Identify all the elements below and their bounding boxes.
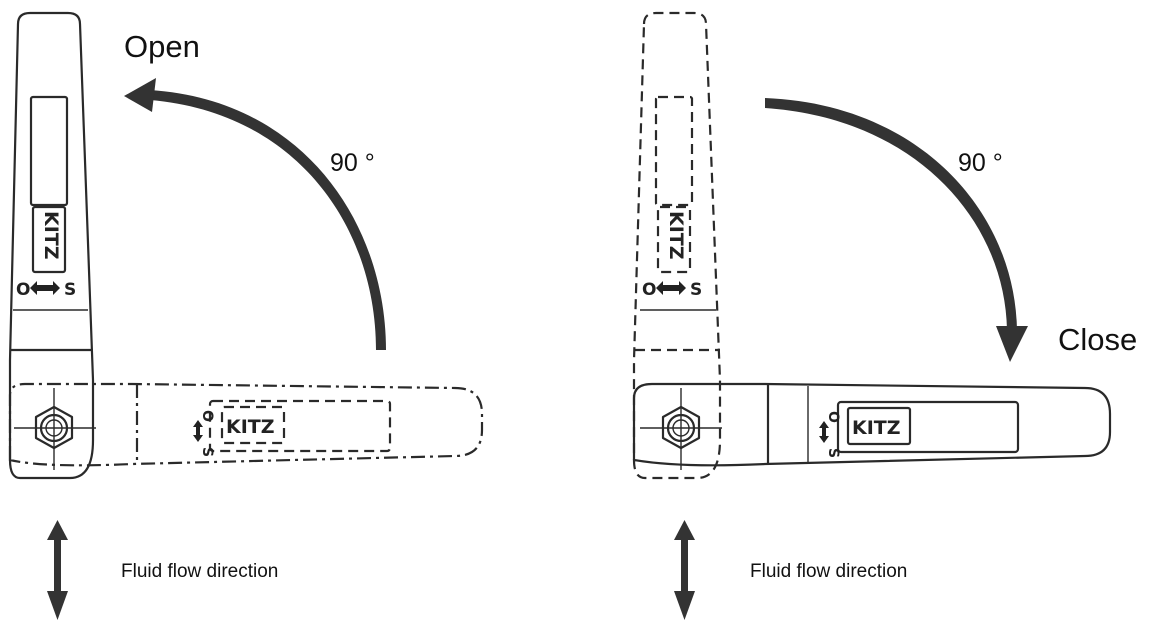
- mark-shut-phantom: S: [690, 280, 702, 300]
- handle-brand-logo-phantom: KITZ: [665, 211, 687, 260]
- flow-direction-label-right: Fluid flow direction: [750, 561, 907, 582]
- flow-direction-arrow-icon: [47, 520, 68, 620]
- open-shut-double-arrow-horizontal-solid-icon: [819, 421, 829, 443]
- handle-brand-logo-horizontal: KITZ: [226, 416, 275, 438]
- mark-shut-horizontal-solid: S: [825, 448, 841, 458]
- open-shut-double-arrow-phantom-icon: [656, 281, 686, 295]
- close-label: Close: [1058, 322, 1137, 357]
- open-label: Open: [124, 29, 200, 64]
- stem-nut: [14, 388, 96, 470]
- right-panel-close: KITZ O S KITZ O S: [632, 11, 1137, 620]
- mark-open-horizontal-solid: O: [825, 411, 841, 423]
- handle-vertical-phantom: KITZ O S: [632, 11, 722, 480]
- handle-vertical-solid: KITZ O S: [8, 11, 95, 480]
- mark-open: O: [16, 280, 30, 300]
- rotation-arrow-close: [765, 98, 1028, 362]
- mark-shut-horizontal: S: [199, 447, 215, 457]
- angle-label-open: 90 °: [330, 149, 375, 177]
- handle-horizontal-solid: KITZ O S: [632, 382, 1112, 467]
- mark-open-horizontal: O: [199, 410, 215, 422]
- open-shut-double-arrow-horizontal-icon: [193, 420, 203, 442]
- angle-label-close: 90 °: [958, 149, 1003, 177]
- handle-brand-logo-horizontal-solid: KITZ: [852, 417, 901, 439]
- flow-direction-arrow-right-icon: [674, 520, 695, 620]
- open-shut-double-arrow-icon: [30, 281, 60, 295]
- mark-shut: S: [64, 280, 76, 300]
- handle-brand-logo: KITZ: [40, 211, 62, 260]
- flow-direction-label: Fluid flow direction: [121, 561, 278, 582]
- stem-nut-right: [640, 388, 722, 470]
- handle-horizontal-phantom: KITZ O S: [8, 382, 484, 467]
- rotation-arrow-open: [124, 78, 386, 350]
- mark-open-phantom: O: [642, 280, 656, 300]
- left-panel-open: KITZ O S KITZ O S Ope: [8, 11, 484, 620]
